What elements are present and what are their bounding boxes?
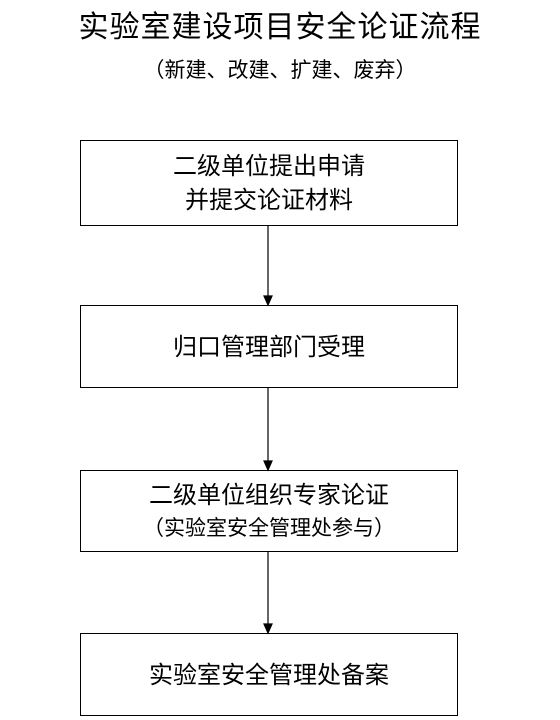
flow-step-text: 实验室安全管理处备案 [149, 660, 389, 689]
arrow-down-icon [263, 460, 273, 472]
page-subtitle: （新建、改建、扩建、废弃） [143, 58, 417, 82]
flow-step-text: （实验室安全管理处参与） [143, 516, 395, 540]
flow-step-text: 二级单位组织专家论证 [149, 481, 389, 509]
arrow-down-icon [263, 295, 273, 307]
flow-step-text: 二级单位提出申请 [173, 152, 365, 180]
flow-step-department-acceptance: 归口管理部门受理 [80, 305, 458, 388]
flow-step-submit-application: 二级单位提出申请 并提交论证材料 [80, 140, 458, 226]
page-title: 实验室建设项目安全论证流程 [78, 10, 482, 45]
flow-step-text: 并提交论证材料 [185, 186, 353, 214]
flow-step-record-filing: 实验室安全管理处备案 [80, 633, 458, 716]
arrow-down-icon [263, 623, 273, 635]
flow-step-expert-review: 二级单位组织专家论证 （实验室安全管理处参与） [80, 470, 458, 552]
flow-step-text: 归口管理部门受理 [173, 332, 365, 361]
